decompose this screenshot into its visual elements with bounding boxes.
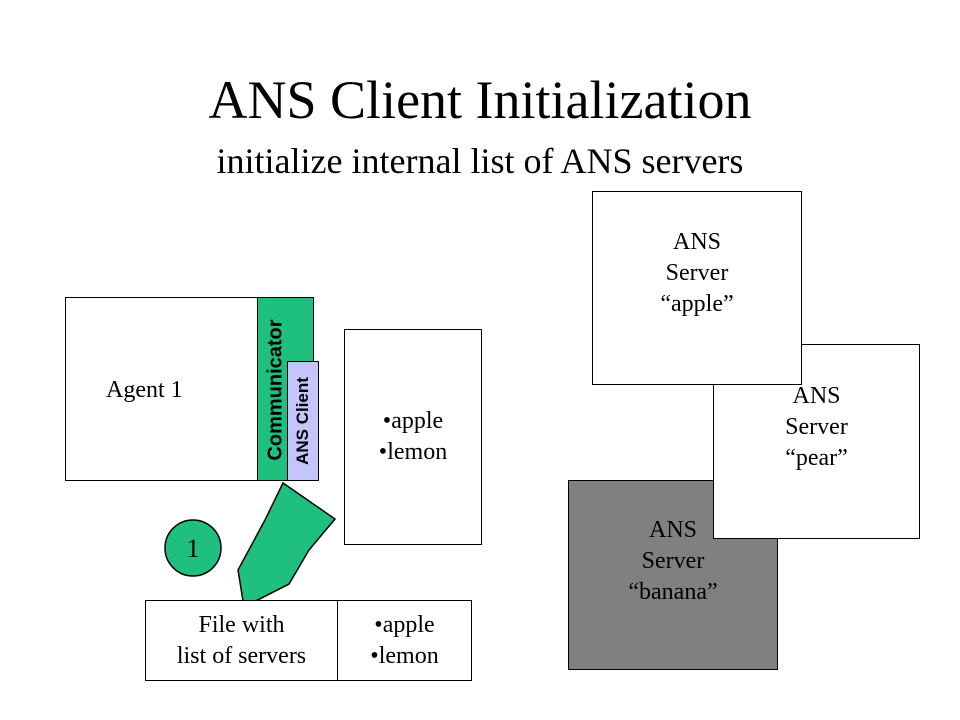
step-circle xyxy=(164,519,222,577)
slide-subtitle: initialize internal list of ANS servers xyxy=(216,141,744,181)
ans-client-band: ANS Client xyxy=(287,361,319,481)
list-item: lemon xyxy=(379,437,447,468)
internal-server-items: apple lemon xyxy=(379,406,447,468)
server-list-file: File with list of servers apple lemon xyxy=(145,600,472,681)
file-items: apple lemon xyxy=(338,601,471,680)
file-divider xyxy=(337,601,338,680)
ans-server-apple: ANS Server “apple” xyxy=(592,191,802,385)
agent-label: Agent 1 xyxy=(106,377,183,403)
slide-title: ANS Client Initialization xyxy=(208,70,752,130)
list-item: apple xyxy=(379,406,447,437)
file-label: File with list of servers xyxy=(146,601,337,680)
ans-server-banana: ANS Server “banana” xyxy=(568,480,778,670)
list-item: lemon xyxy=(370,641,439,672)
file-label-line1: File with xyxy=(198,611,285,638)
list-item: apple xyxy=(370,610,438,641)
load-arrow xyxy=(237,481,337,609)
file-label-line2: list of servers xyxy=(176,642,307,669)
agent-box: Agent 1 xyxy=(65,297,259,481)
internal-server-list: apple lemon xyxy=(344,329,482,545)
step-number: 1 xyxy=(187,534,200,563)
